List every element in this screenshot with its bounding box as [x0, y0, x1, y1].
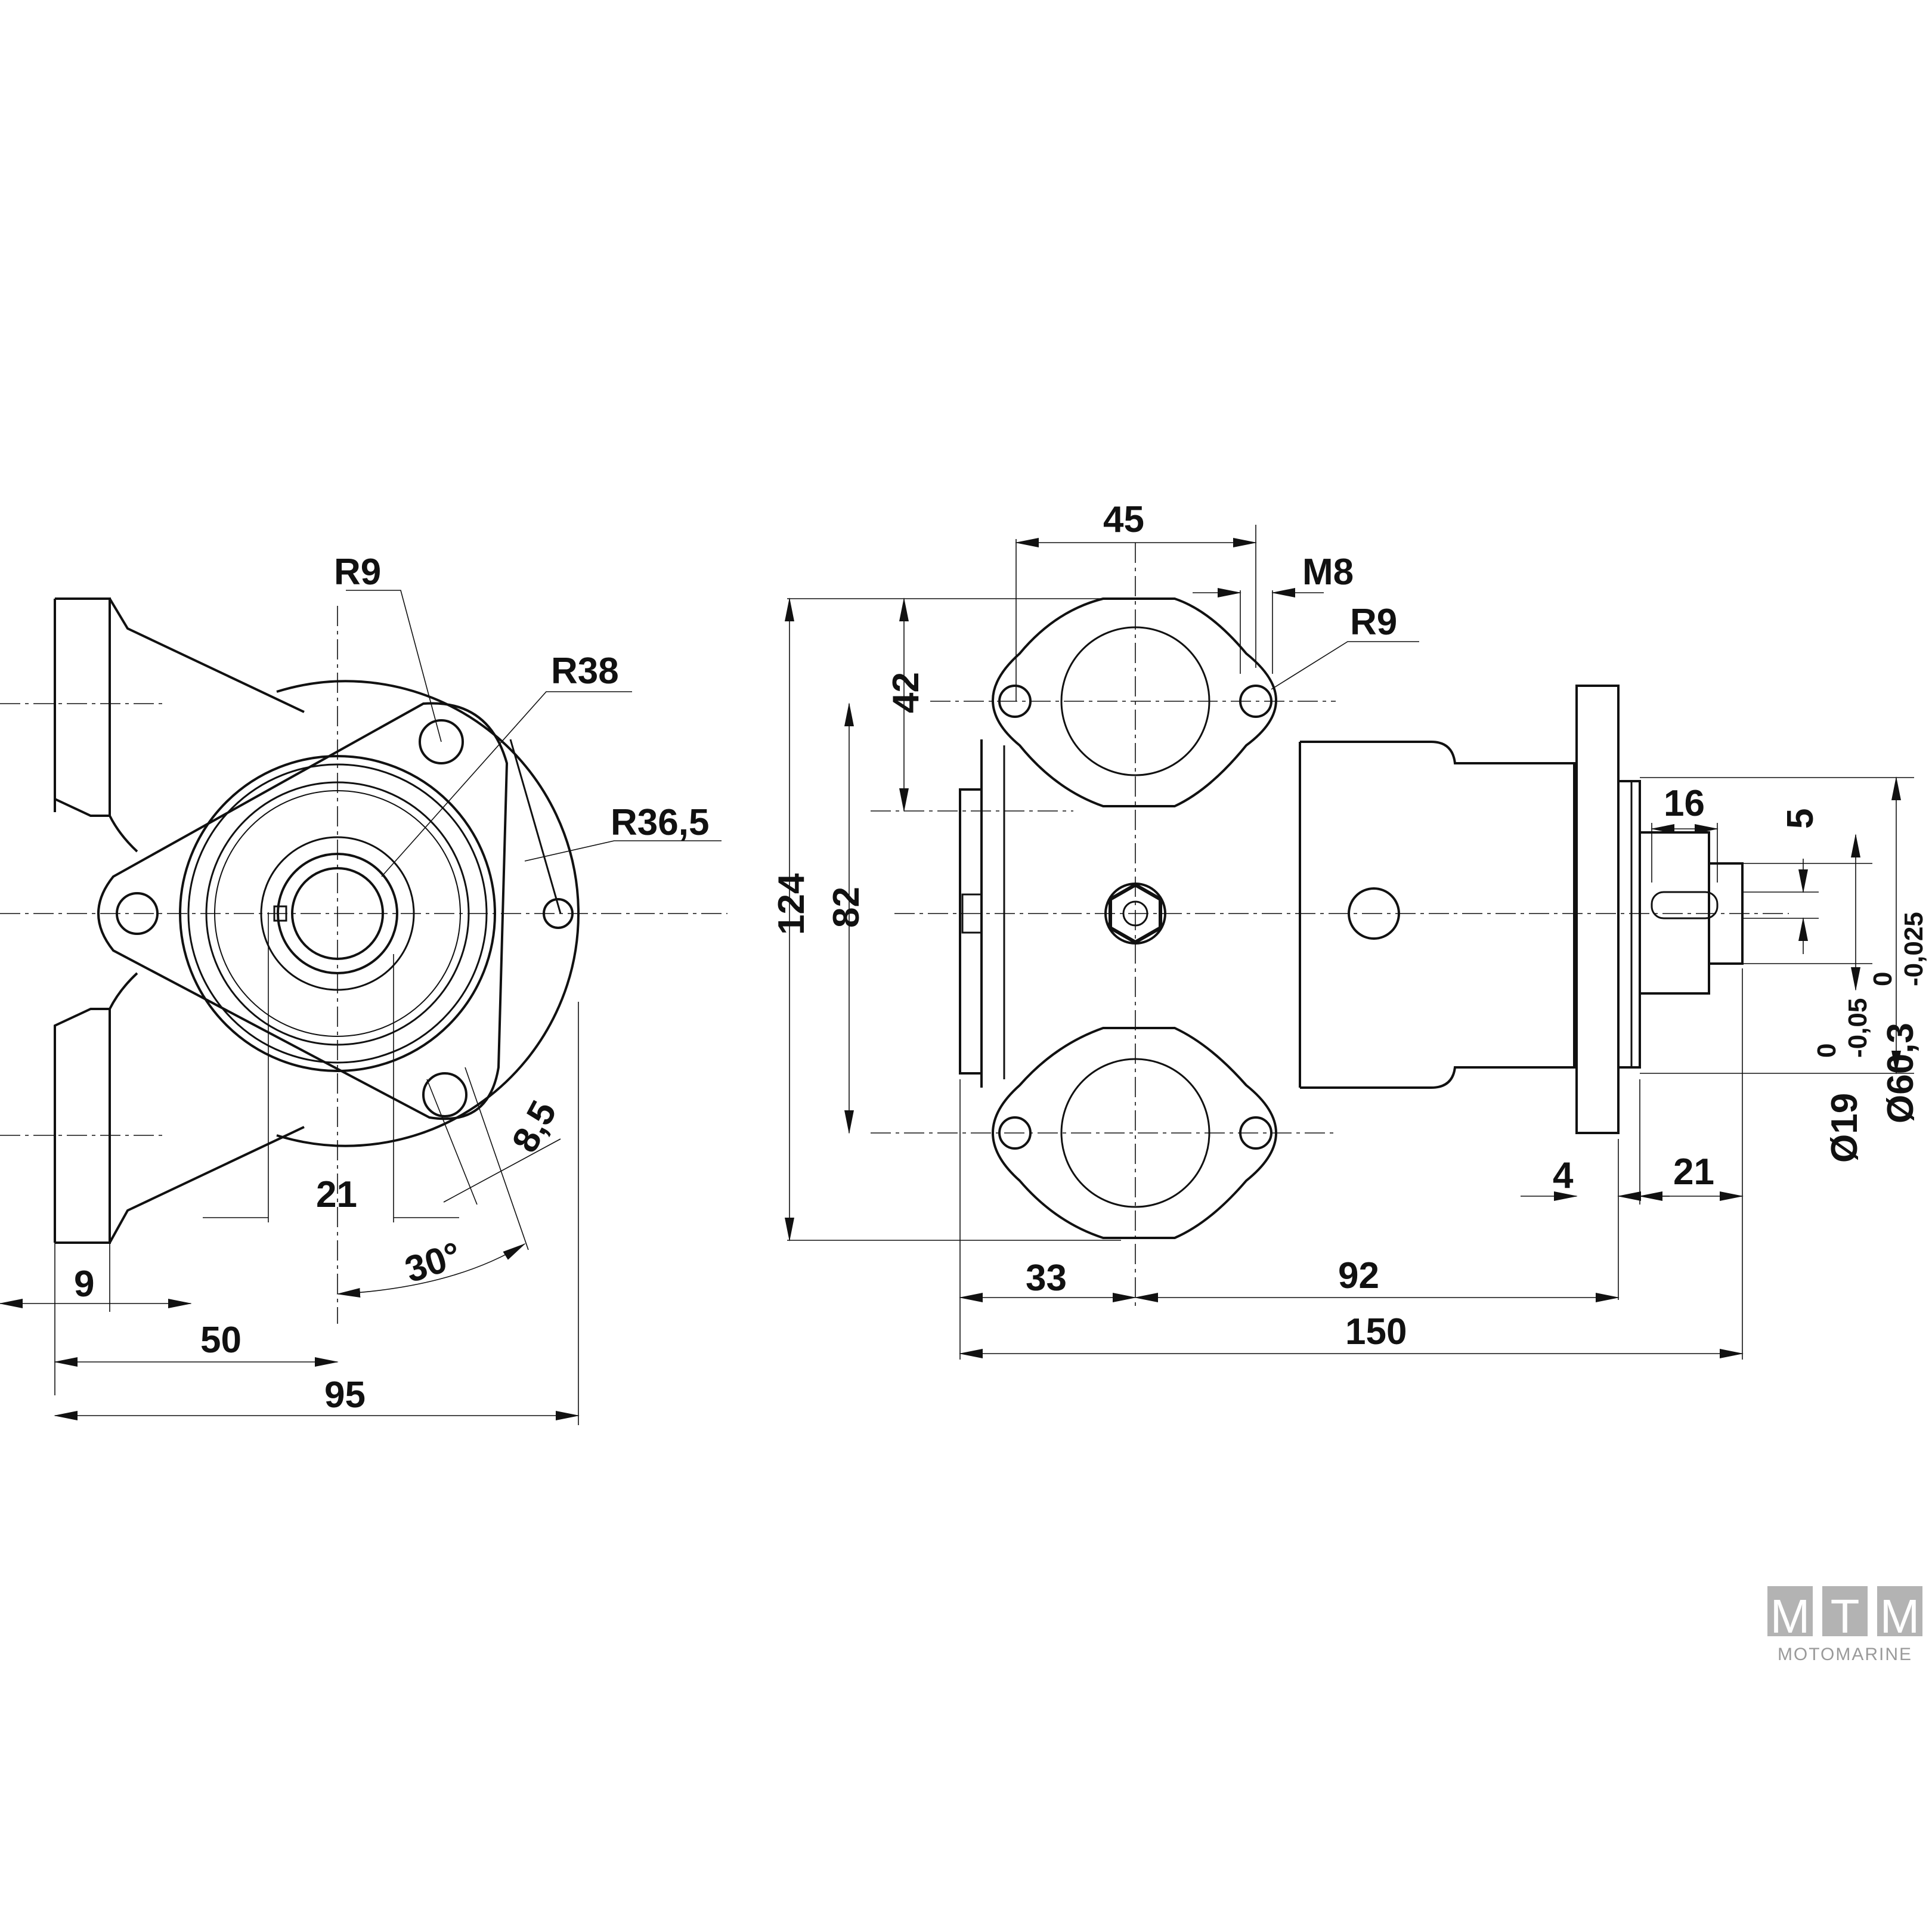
front-bore-offset-label: 21 — [316, 1174, 357, 1215]
side-overall-height-label: 124 — [771, 873, 812, 935]
side-port-height-label: 42 — [886, 672, 927, 713]
side-shaft-dia-label: Ø19 — [1824, 1093, 1865, 1163]
side-shaft-tol-lower: -0,05 — [1843, 998, 1872, 1058]
side-spigot-tol-lower: -0,025 — [1899, 912, 1928, 986]
side-spigot-tol-upper: 0 — [1868, 972, 1897, 986]
front-view — [0, 590, 727, 1425]
top-port-flange — [993, 599, 1276, 806]
side-cover-to-port-label: 33 — [1026, 1258, 1067, 1299]
mount-hole-top — [420, 720, 463, 763]
front-angle-label: 30° — [400, 1234, 466, 1291]
side-port-centers-label: 82 — [826, 887, 867, 928]
front-flange-thickness-label: 9 — [74, 1264, 94, 1305]
front-half-width-label: 50 — [200, 1320, 242, 1361]
shaft-spigot — [1640, 832, 1709, 993]
side-r9-label: R9 — [1350, 602, 1397, 643]
bottom-port-flange — [993, 1028, 1276, 1238]
logo-tile-3 — [1877, 1586, 1922, 1636]
side-key-width-label: 5 — [1780, 809, 1821, 829]
shaft-key — [1652, 892, 1717, 918]
logo-tile-1 — [1767, 1586, 1813, 1636]
logo-letter-t: T — [1831, 1590, 1860, 1643]
upper-flange — [55, 599, 110, 816]
triangular-mount-flange — [98, 703, 507, 1119]
side-overall-length-label: 150 — [1345, 1311, 1407, 1352]
side-flange-thickness-label: 4 — [1553, 1155, 1574, 1196]
side-shaft-length-label: 21 — [1673, 1151, 1714, 1193]
mount-hole-left — [117, 893, 157, 934]
front-r36-5-label: R36,5 — [611, 802, 709, 843]
logo-tile-2 — [1822, 1586, 1868, 1636]
front-r38-label: R38 — [551, 651, 619, 692]
side-thread-label: M8 — [1302, 552, 1354, 593]
pump-housing — [1300, 742, 1574, 1088]
front-r9-label: R9 — [334, 552, 381, 593]
logo-letter-m1: M — [1770, 1590, 1810, 1643]
front-hole-dia-label: 8,5 — [504, 1094, 565, 1159]
lower-flange — [55, 1009, 110, 1243]
logo-letter-m2: M — [1880, 1590, 1920, 1643]
side-key-length-label: 16 — [1664, 783, 1705, 824]
side-spigot-dia-label: Ø60,3 — [1880, 1023, 1921, 1123]
side-body-length-label: 92 — [1338, 1255, 1379, 1296]
mount-hole-right — [544, 899, 572, 928]
side-view — [785, 525, 1914, 1360]
mount-hole-bottom — [423, 1073, 466, 1116]
shaft — [1709, 863, 1742, 964]
side-port-spacing-label: 45 — [1103, 499, 1144, 540]
logo-wordmark: MOTOMARINE — [1778, 1645, 1912, 1664]
front-overall-width-label: 95 — [324, 1374, 366, 1416]
side-shaft-dia-group: Ø19 0 -0,05 — [1812, 998, 1872, 1163]
side-shaft-tol-upper: 0 — [1812, 1044, 1841, 1058]
mount-flange — [1577, 686, 1618, 1133]
mtm-logo: M T M MOTOMARINE — [1767, 1586, 1922, 1664]
side-spigot-dia-group: Ø60,3 0 -0,025 — [1868, 912, 1928, 1123]
